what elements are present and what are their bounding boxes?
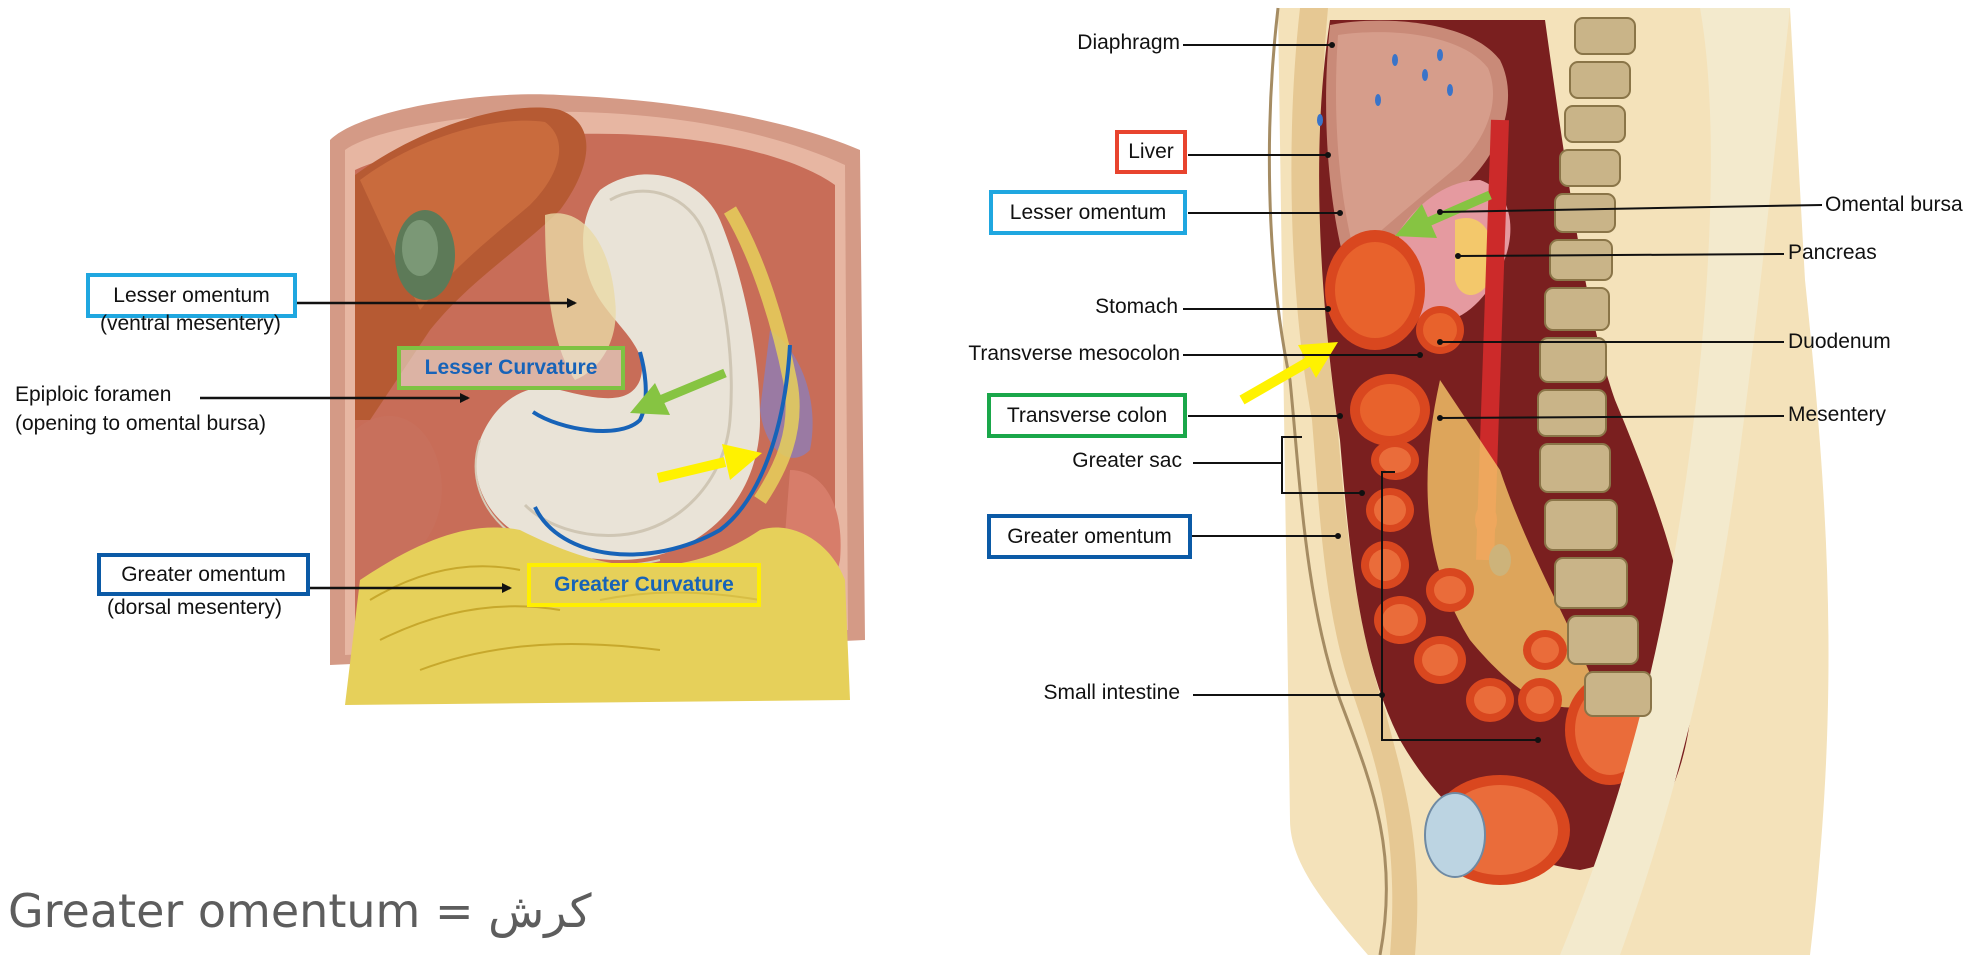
right-sagittal-illustration (1183, 8, 1829, 955)
liver-label-box: Liver (1115, 130, 1187, 174)
right-lesser-omentum-label-box: Lesser omentum (989, 190, 1187, 235)
greater-omentum-sublabel: (dorsal mesentery) (107, 596, 282, 620)
right-lesser-omentum-label: Lesser omentum (1010, 201, 1166, 225)
lesser-curvature-label-box: Lesser Curvature (397, 346, 625, 390)
greater-sac-label: Greater sac (1072, 449, 1182, 473)
epiploic-foramen-sublabel: (opening to omental bursa) (15, 412, 266, 436)
pancreas-label: Pancreas (1788, 241, 1877, 265)
greater-curvature-label-box: Greater Curvature (527, 563, 761, 607)
footer-caption: Greater omentum = كرش (8, 884, 592, 938)
duodenum-label: Duodenum (1788, 330, 1891, 354)
epiploic-foramen-label: Epiploic foramen (15, 383, 171, 407)
lesser-omentum-label: Lesser omentum (113, 284, 269, 308)
diaphragm-label: Diaphragm (1077, 31, 1180, 55)
right-greater-omentum-label: Greater omentum (1007, 525, 1172, 549)
small-intestine-label: Small intestine (1043, 681, 1180, 705)
transverse-colon-label-box: Transverse colon (987, 393, 1187, 438)
greater-curvature-label: Greater Curvature (554, 573, 734, 597)
greater-omentum-label-box: Greater omentum (97, 553, 310, 596)
transverse-colon-label: Transverse colon (1007, 404, 1167, 428)
liver-label: Liver (1128, 140, 1174, 164)
lesser-omentum-sublabel: (ventral mesentery) (100, 312, 281, 336)
stomach-label: Stomach (1095, 295, 1178, 319)
lesser-curvature-label: Lesser Curvature (425, 356, 598, 380)
greater-omentum-label: Greater omentum (121, 563, 286, 587)
left-dissection-illustration (200, 94, 865, 705)
mesentery-label: Mesentery (1788, 403, 1886, 427)
right-greater-omentum-label-box: Greater omentum (987, 514, 1192, 559)
transverse-mesocolon-label: Transverse mesocolon (968, 342, 1180, 366)
omental-bursa-label: Omental bursa (1825, 193, 1963, 217)
